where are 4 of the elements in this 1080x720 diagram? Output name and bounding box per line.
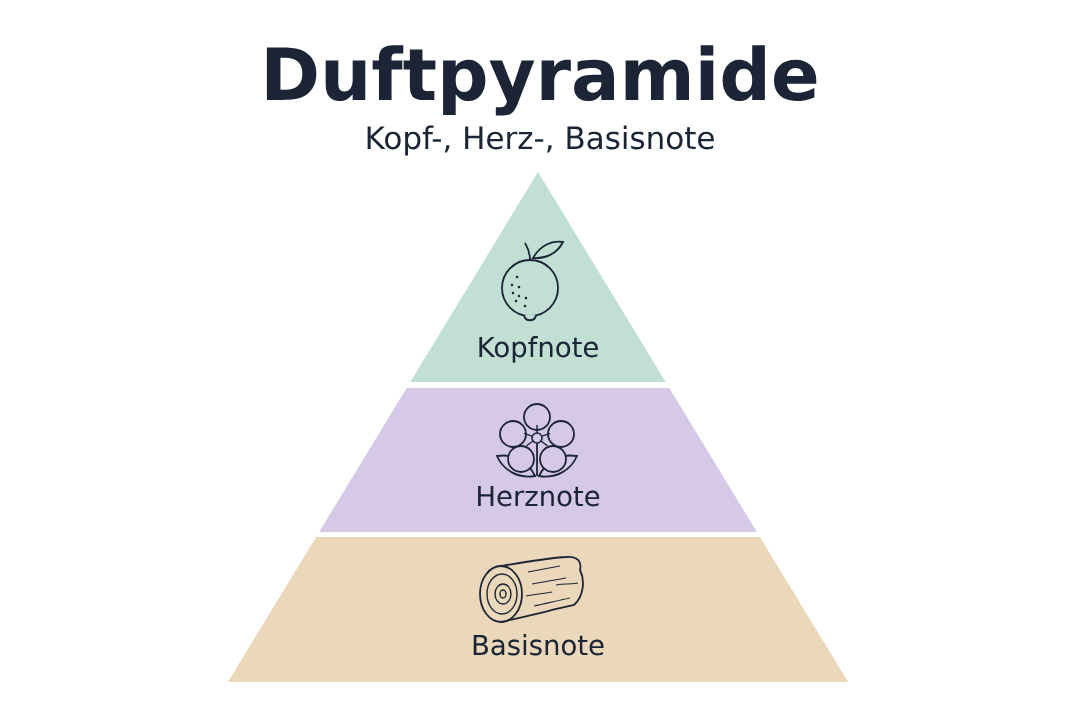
pyramid-tier: Herznote [319, 388, 757, 532]
pyramid-tier: Kopfnote [410, 172, 666, 382]
pyramid-tier: Basisnote [227, 537, 849, 682]
title: Duftpyramide [266, 45, 817, 116]
